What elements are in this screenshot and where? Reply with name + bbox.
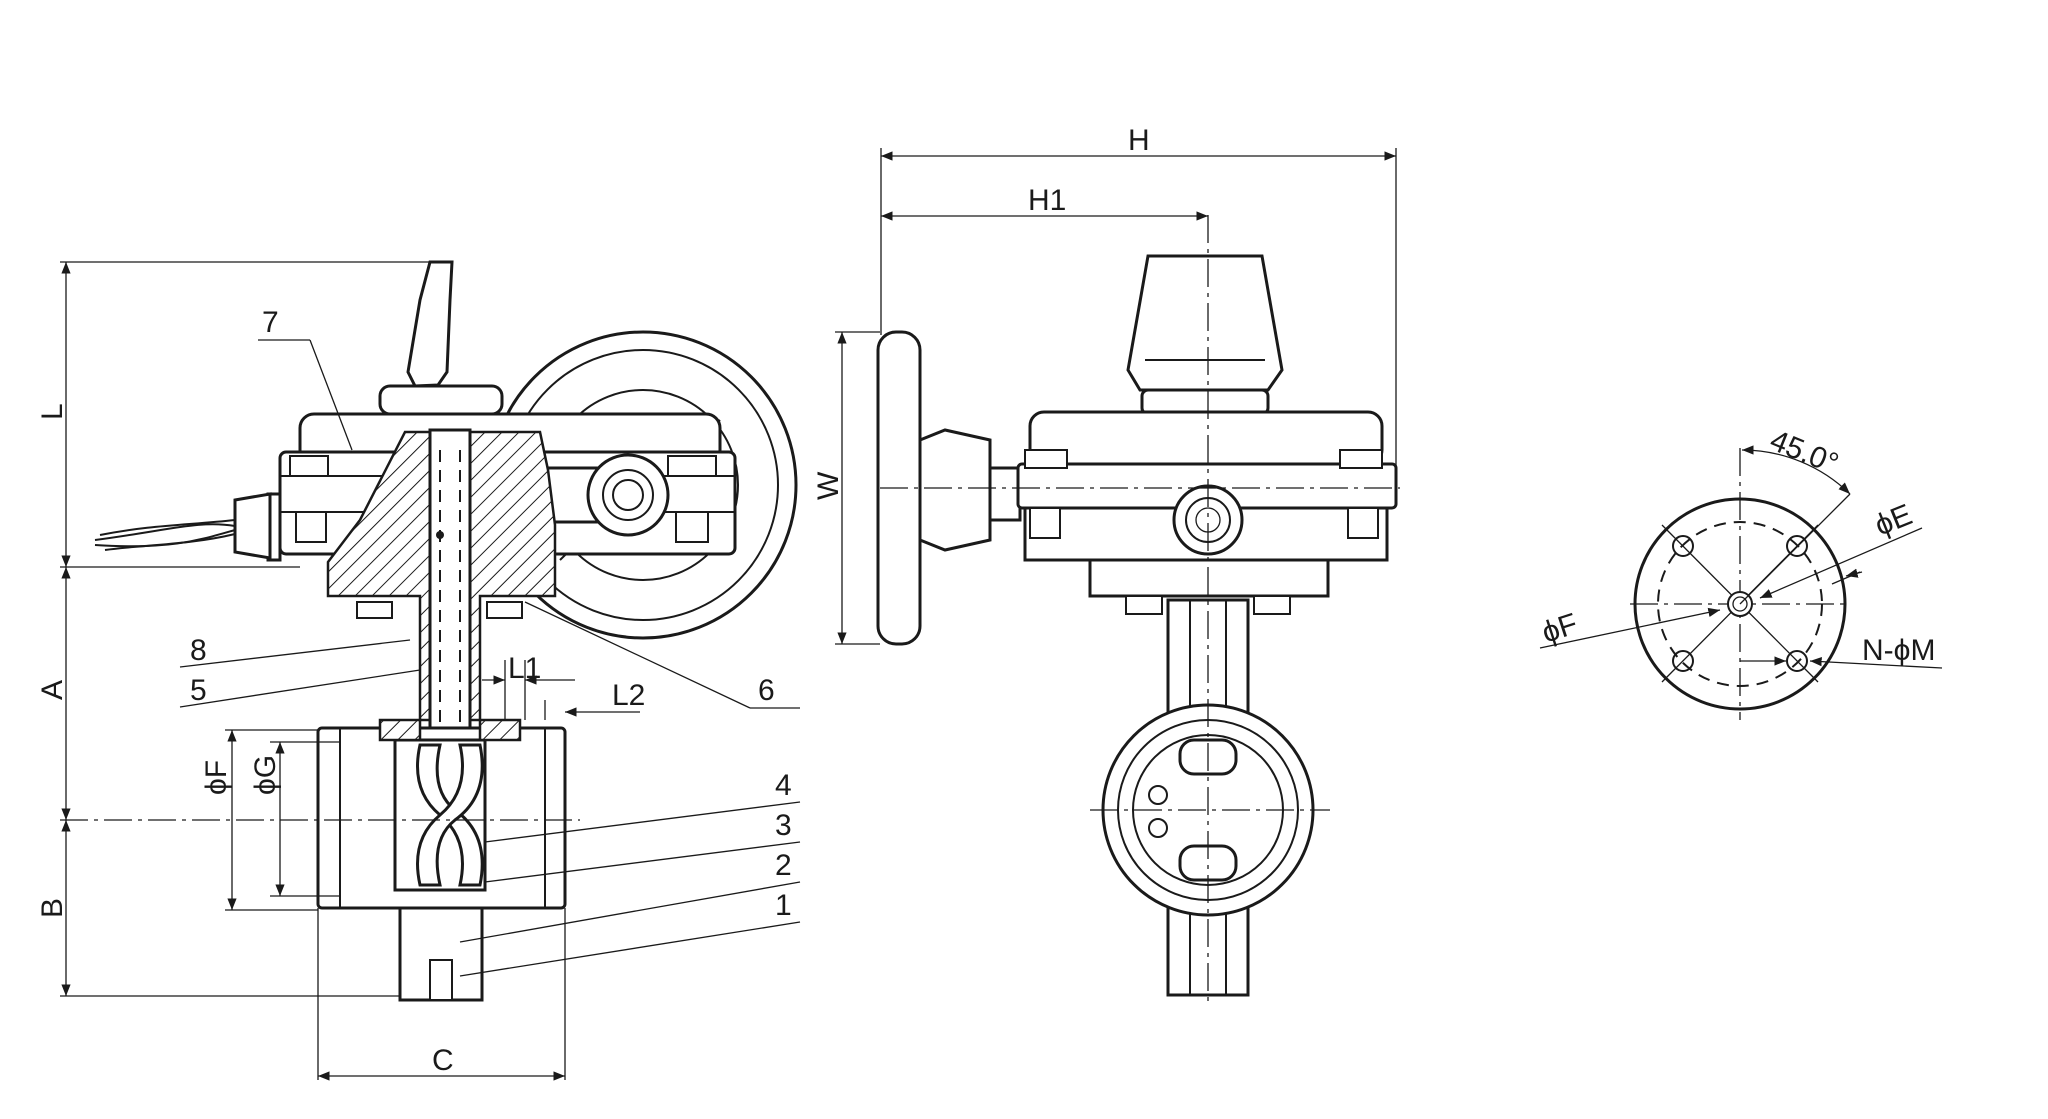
- callout-3: 3: [775, 809, 792, 842]
- dim-phiG: ϕG: [249, 755, 282, 795]
- callout-6: 6: [758, 674, 775, 707]
- dim-A: A: [36, 680, 69, 700]
- callout-8: 8: [190, 634, 207, 667]
- dim-H1: H1: [1028, 184, 1066, 217]
- flange-angle: 45.0°: [1765, 424, 1843, 481]
- side-valve-body: [316, 726, 567, 1002]
- callout-1: 1: [775, 889, 792, 922]
- flange-phiE: ϕE: [1870, 498, 1916, 542]
- dim-L1: L1: [508, 652, 541, 685]
- dim-C: C: [432, 1044, 454, 1077]
- dim-phiF: ϕF: [200, 760, 233, 795]
- front-dimensions: H H1 W: [812, 124, 1397, 645]
- part-callouts: 7 8 5 6 4 3 2 1: [179, 306, 801, 977]
- flange-detail: 45.0° ϕE ϕF N-ϕM: [1538, 424, 1943, 720]
- front-view: [876, 215, 1400, 1005]
- dim-B: B: [36, 898, 69, 918]
- dim-L2: L2: [612, 679, 645, 712]
- dim-W: W: [812, 471, 845, 500]
- side-section-view: [60, 260, 798, 1002]
- dim-H: H: [1128, 124, 1150, 157]
- callout-5: 5: [190, 674, 207, 707]
- flange-phiF: ϕF: [1538, 607, 1582, 649]
- side-dimensions: L A B C ϕF ϕG L1 L2: [36, 261, 645, 1081]
- dim-L: L: [36, 403, 69, 420]
- callout-2: 2: [775, 849, 792, 882]
- callout-7: 7: [262, 306, 279, 339]
- top-handle: [406, 260, 454, 388]
- callout-4: 4: [775, 769, 792, 802]
- flange-holes: N-ϕM: [1862, 634, 1935, 667]
